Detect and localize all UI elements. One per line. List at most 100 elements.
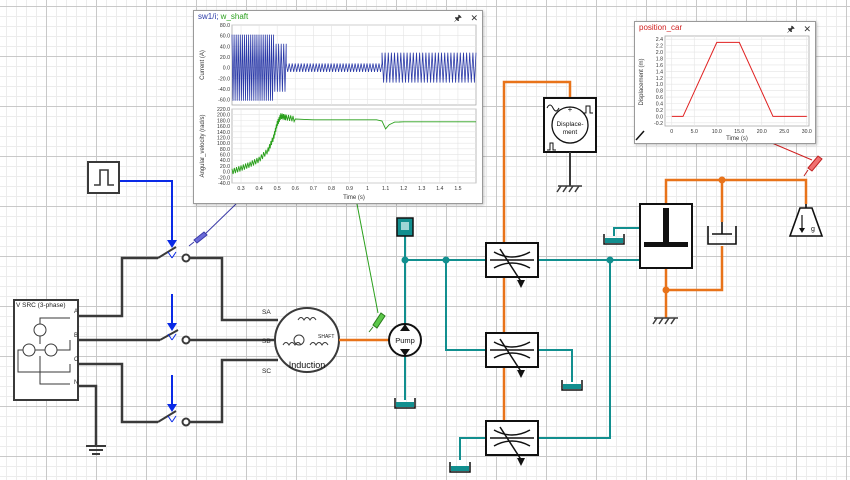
source-terminal-n: N	[74, 380, 78, 386]
mech-link-damper-low[interactable]	[664, 246, 724, 292]
pump-label: Pump	[395, 336, 415, 345]
velocity-trace	[231, 113, 476, 175]
pin-icon[interactable]: 🖈	[786, 24, 795, 34]
source-symbol-icon	[17, 317, 71, 385]
sensor-label-line1: Displace-	[556, 121, 583, 128]
pump-arrow-icon	[400, 324, 410, 331]
scope2-ytick-label: 1.6	[656, 63, 663, 69]
scope1-title-velocity: w_shaft	[220, 12, 249, 21]
scope1-top-ytick-label: 0.0	[223, 66, 230, 72]
sensor-minus: −	[568, 139, 573, 148]
hydr-line-v3-in[interactable]	[459, 437, 486, 460]
probe-lead-current	[201, 203, 237, 238]
hydraulic-actuator[interactable]	[639, 203, 693, 269]
switch-a[interactable]	[157, 246, 191, 263]
scope1-top-ytick-label: -40.0	[218, 87, 230, 93]
current-trace	[231, 34, 477, 101]
pin-icon[interactable]: 🖈	[453, 13, 462, 23]
sine-wave-icon	[546, 104, 560, 112]
ground-electrical-icon	[86, 445, 106, 455]
probe-position-icon[interactable]	[803, 155, 823, 177]
mech-junction	[718, 176, 726, 184]
scope1-bottom-xtick-label: 1.3	[418, 186, 425, 192]
probe-current-icon[interactable]	[188, 231, 208, 247]
wire-phase-a-out[interactable]	[188, 256, 278, 322]
load-label: g	[811, 226, 815, 233]
scope1-plot: Current (A) Angular_velocity (rad/s) Tim…	[200, 23, 477, 201]
valve-3[interactable]	[485, 420, 539, 466]
switch-c[interactable]	[157, 410, 191, 427]
damper[interactable]	[707, 222, 737, 245]
scope1-top-ytick-label: 80.0	[220, 23, 230, 29]
scope1-bottom-ytick-label: 140.0	[217, 130, 230, 136]
scope2-ytick-label: 1.4	[656, 69, 663, 75]
scope1-xlabel: Time (s)	[343, 195, 365, 201]
scope1-bottom-xtick-label: 1.1	[382, 186, 389, 192]
scope2-xtick-label: 20.0	[757, 129, 767, 135]
scope2-ytick-label: 2.0	[656, 50, 663, 56]
scope2-xtick-label: 0	[670, 129, 673, 135]
switch-actuator-marks	[167, 251, 177, 423]
scope1-bottom-ytick-label: -20.0	[218, 175, 230, 181]
gravity-load[interactable]: g	[788, 204, 824, 237]
scope1-bottom-xtick-label: 0.8	[328, 186, 335, 192]
source-terminal-c: C	[74, 357, 79, 363]
position-trace	[671, 41, 807, 117]
valve-1-arrow-icon	[517, 280, 525, 288]
wire-phase-c-out[interactable]	[188, 358, 278, 424]
scope1-bottom-xtick-label: 0.7	[310, 186, 317, 192]
scope2-ytick-label: 0.8	[656, 89, 663, 95]
scope-window-current-velocity[interactable]: sw1/i; w_shaft 🖈 ✕ Current (A) Angular_v…	[193, 10, 483, 204]
scope1-bottom-xtick-label: 0.6	[292, 186, 299, 192]
scope2-ytick-label: 1.8	[656, 57, 663, 63]
induction-motor[interactable]: Induction SHAFT SA SB SC	[262, 307, 340, 375]
hydr-line-tank-left[interactable]	[613, 227, 640, 236]
scope1-bottom-ytick-label: 80.0	[220, 147, 230, 153]
scope2-ytick-label: 2.2	[656, 44, 663, 50]
scope2-xtick-label: 15.0	[734, 129, 744, 135]
electrical-wires	[78, 256, 278, 446]
wire-neutral[interactable]	[78, 384, 98, 446]
hydraulic-junctions	[401, 256, 614, 264]
pulse-generator[interactable]	[87, 161, 120, 194]
tank-valve2[interactable]	[561, 380, 583, 391]
hydraulic-source-box[interactable]	[396, 217, 414, 237]
tank-actuator[interactable]	[603, 234, 625, 245]
scope1-bottom-xtick-label: 0.5	[274, 186, 281, 192]
hydr-line-v2-in[interactable]	[445, 260, 486, 351]
voltage-source-3phase[interactable]: V SRC (3-phase) A B C N	[13, 299, 79, 401]
scope1-top-ytick-label: -20.0	[218, 76, 230, 82]
tank-valve3[interactable]	[449, 462, 471, 473]
motor-coil-icon	[282, 317, 329, 346]
control-signal-wires	[119, 180, 173, 408]
ground-mechanical-icon	[652, 317, 678, 325]
scope1-bottom-frame	[231, 108, 477, 184]
close-icon[interactable]: ✕	[803, 24, 811, 34]
displacement-sensor[interactable]: Displace- ment + −	[543, 97, 597, 153]
valve-2[interactable]	[485, 332, 539, 378]
square-wave-icon	[583, 105, 593, 114]
scope1-bottom-xtick-label: 0.9	[346, 186, 353, 192]
scope2-frame	[664, 35, 810, 127]
scope2-xtick-label: 30.0	[802, 129, 812, 135]
probe-lead-velocity	[356, 203, 379, 314]
motor-terminal-sa: SA	[262, 309, 271, 316]
wire-phase-a[interactable]	[78, 256, 158, 318]
step-wave-icon	[547, 142, 556, 151]
hydr-line-v3-out[interactable]	[538, 260, 611, 439]
scope2-resize-handle[interactable]	[634, 128, 646, 141]
hydr-line-v2-out[interactable]	[538, 349, 573, 382]
scope-window-position[interactable]: position_car 🖈 ✕ Displacement (m) Time (…	[634, 21, 816, 144]
signal-wire-main[interactable]	[119, 180, 173, 244]
scope1-bottom-ylabel: Angular_velocity (rad/s)	[200, 114, 206, 177]
scope1-bottom-ytick-label: 40.0	[220, 158, 230, 164]
mech-link-actuator[interactable]	[664, 178, 808, 204]
probe-velocity-icon[interactable]	[368, 312, 386, 333]
tank-pump-return[interactable]	[394, 398, 416, 409]
scope1-bottom-ytick-label: 100.0	[217, 141, 230, 147]
pump[interactable]: Pump	[388, 323, 422, 357]
close-icon[interactable]: ✕	[470, 13, 478, 23]
valve-1[interactable]	[485, 242, 539, 288]
wire-phase-c[interactable]	[78, 362, 158, 424]
mech-link-top[interactable]	[502, 80, 572, 243]
